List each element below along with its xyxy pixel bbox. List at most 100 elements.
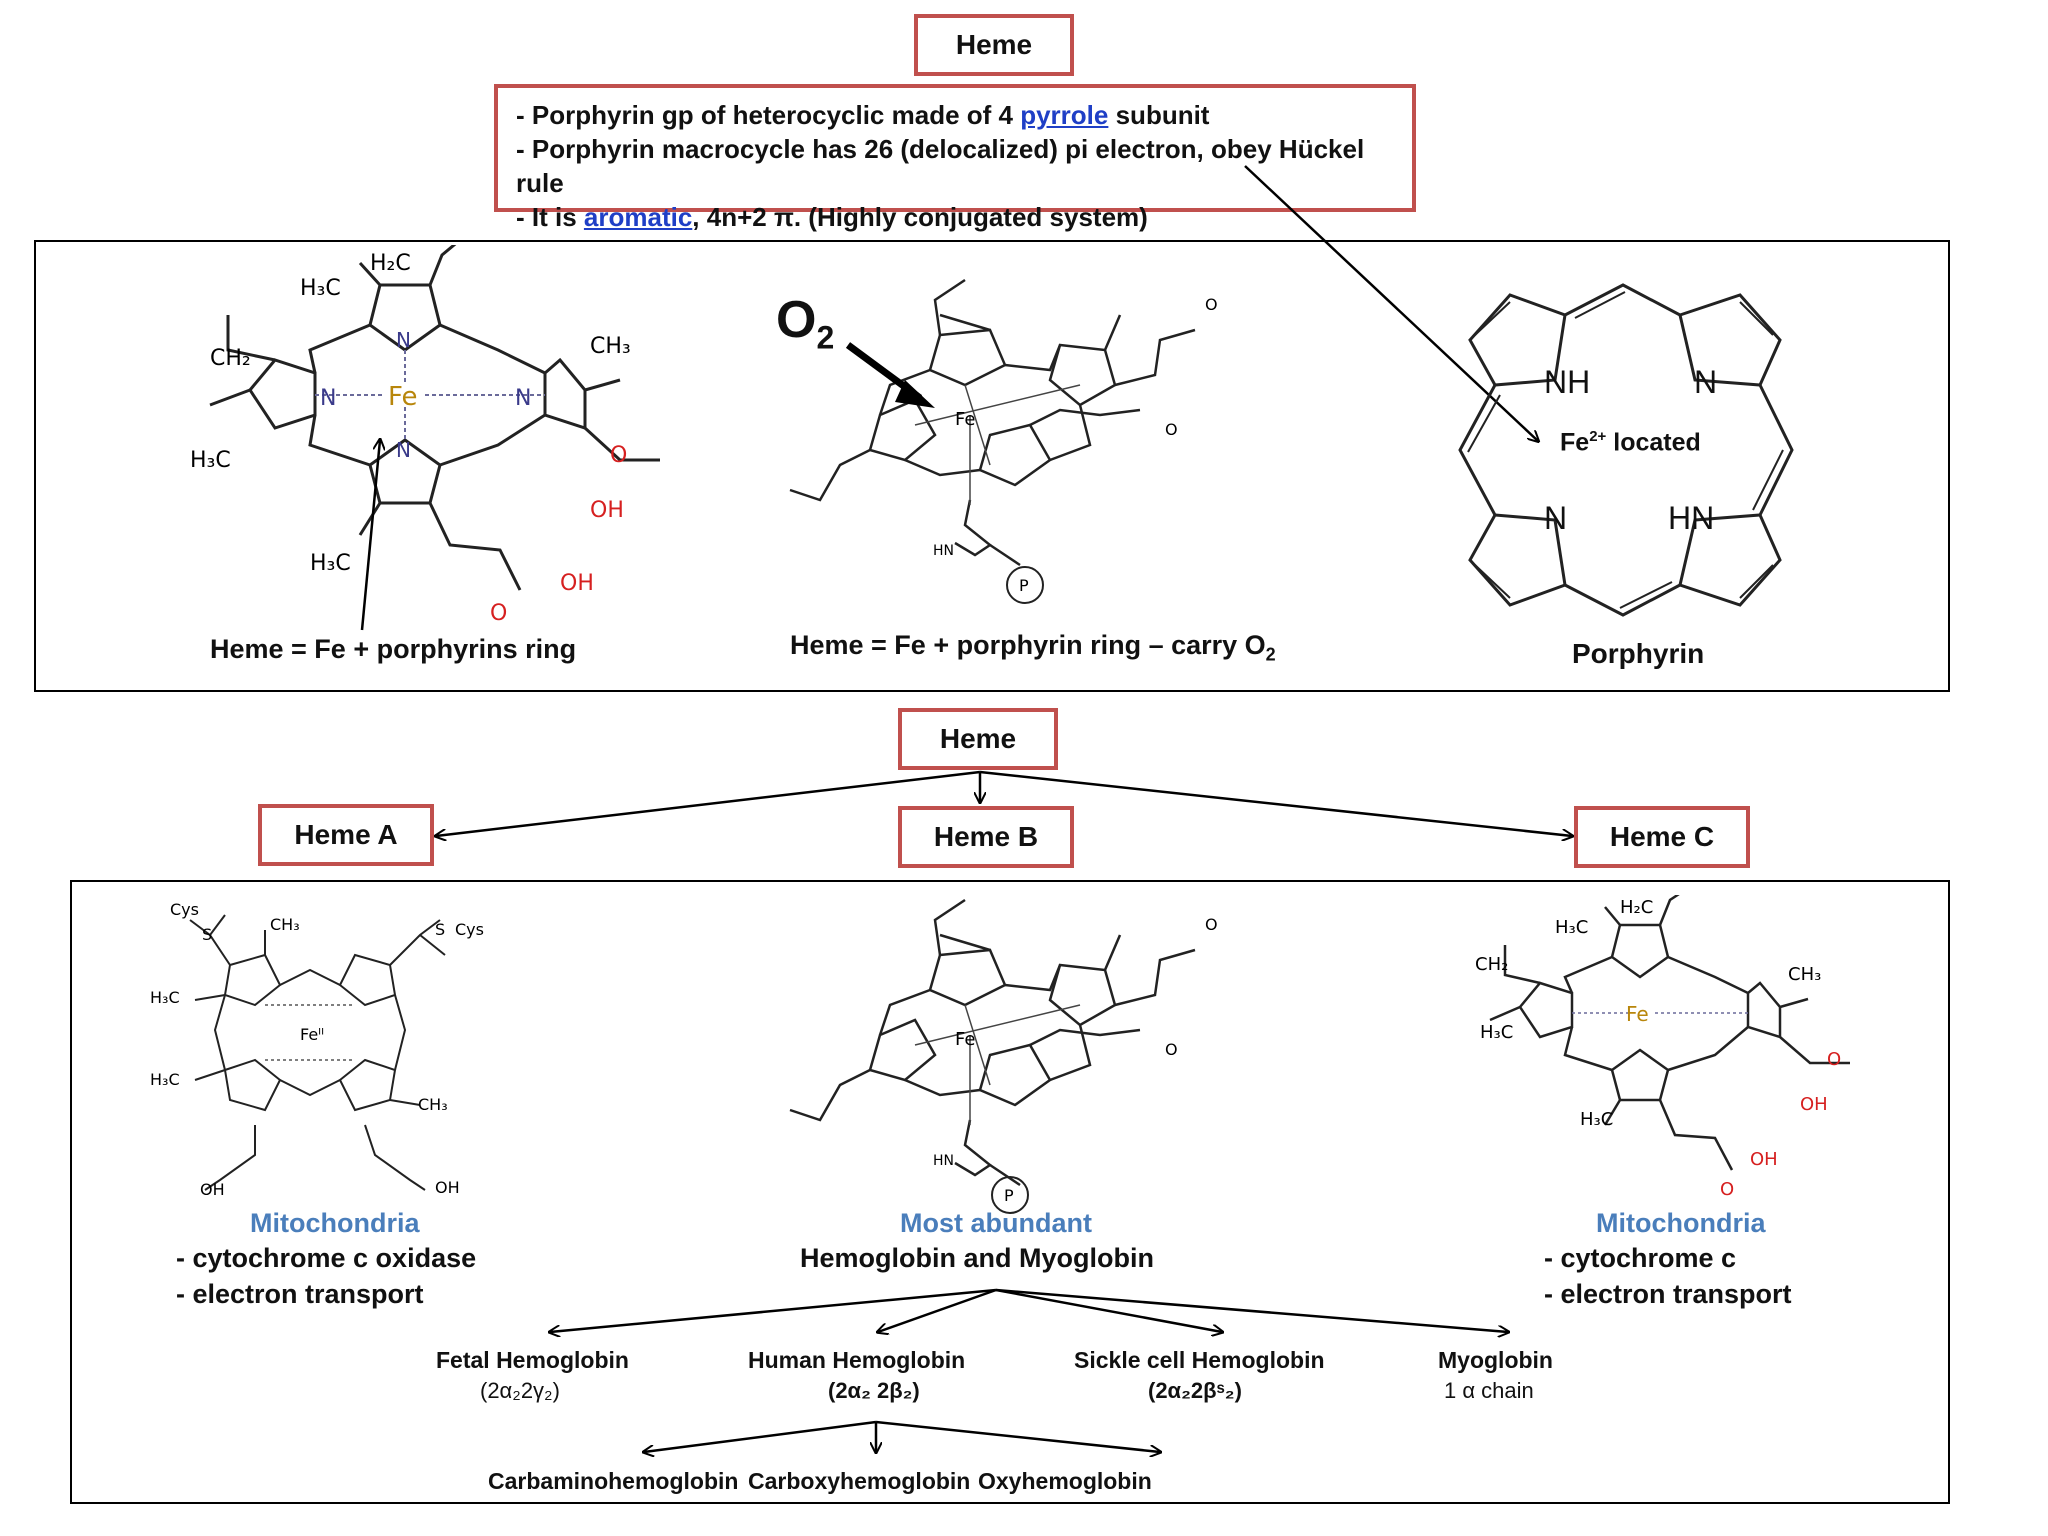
h3c-label-c3: H₃C (1580, 1109, 1613, 1130)
oxyhemoglobin: Oxyhemoglobin (978, 1468, 1152, 1494)
fact-line-3-post: , 4n+2 π. (Highly conjugated system) (692, 202, 1148, 232)
s-label-1: S (202, 925, 212, 944)
fact-line-1-text: - Porphyrin gp of heterocyclic made of 4 (516, 100, 1021, 130)
ch3-label-c: CH₃ (1788, 964, 1821, 985)
heme-b-box: Heme B (898, 806, 1074, 868)
oh-label-c2: OH (1750, 1149, 1778, 1170)
fetal-hemoglobin-formula: (2α₂2γ₂) (480, 1378, 560, 1403)
heme2-caption: Heme = Fe + porphyrin ring – carry O2 (790, 630, 1276, 665)
fe-atom-a: Feᴵᴵ (300, 1025, 324, 1044)
carboxyhemoglobin: Carboxyhemoglobin (748, 1468, 971, 1494)
ch2-label-c: CH₂ (1475, 954, 1508, 975)
porphyrin-n-top: N (1694, 364, 1718, 400)
o-label-1: O (610, 443, 627, 468)
heme-c-item-1: - cytochrome c (1544, 1243, 1737, 1273)
fe-atom-1: Fe (388, 382, 418, 412)
ch2-label: CH₂ (210, 346, 251, 371)
top-heme-title: Heme (914, 14, 1074, 76)
human-hemoglobin-name: Human Hemoglobin (748, 1347, 966, 1373)
myoglobin-formula: 1 α chain (1444, 1378, 1534, 1403)
heme-a-item-2: - electron transport (176, 1279, 424, 1309)
h3c-label-3: H₃C (310, 551, 351, 576)
fact-line-3: - It is aromatic, 4n+2 π. (Highly conjug… (516, 200, 1394, 234)
o2-label: O2 (776, 290, 834, 356)
h3c-label-1: H₃C (300, 276, 341, 301)
s-label-2: S (435, 920, 445, 939)
heme-c-item-2: - electron transport (1544, 1279, 1792, 1309)
fe-located-post: located (1606, 428, 1701, 457)
heme-a-box: Heme A (258, 804, 434, 866)
oh-label-a2: OH (435, 1178, 460, 1197)
o-label-c1: O (1827, 1049, 1841, 1070)
cys-label-1: Cys (170, 900, 199, 919)
carbaminohemoglobin: Carbaminohemoglobin (488, 1468, 739, 1494)
sickle-hemoglobin-name: Sickle cell Hemoglobin (1074, 1347, 1325, 1373)
fact-line-3-text: - It is (516, 202, 584, 232)
heme-a-location: Mitochondria (250, 1208, 420, 1238)
h3c-label-c1: H₃C (1555, 917, 1588, 938)
oh-label-2: OH (560, 571, 594, 596)
n-atom-top: N (396, 328, 411, 352)
o-label-4: O (1165, 420, 1178, 439)
fetal-hemoglobin-name: Fetal Hemoglobin (436, 1347, 629, 1373)
heme-c-text: Heme C (1609, 821, 1715, 852)
o2-sub: 2 (816, 319, 835, 356)
h3c-label-a2: H₃C (150, 1070, 180, 1089)
h2c-label: H₂C (370, 251, 411, 276)
root-heme-text: Heme (939, 723, 1017, 754)
human-hemoglobin-formula: (2α₂ 2β₂) (828, 1378, 920, 1403)
fact-line-1: - Porphyrin gp of heterocyclic made of 4… (516, 98, 1394, 132)
fe-located-sup: 2+ (1589, 428, 1607, 445)
n-atom-right: N (515, 386, 531, 411)
ch3-label-a1: CH₃ (418, 1095, 448, 1114)
ch3-label: CH₃ (590, 334, 631, 359)
fe-atom-b: Fe (955, 1029, 975, 1050)
hn-label-1: HN (933, 543, 954, 559)
cys-label-2: Cys (455, 920, 484, 939)
p-label-1: P (1019, 576, 1029, 595)
fact-line-1-post: subunit (1108, 100, 1210, 130)
heme2-caption-sub: 2 (1265, 644, 1276, 665)
heme-a-item-1: - cytochrome c oxidase (176, 1243, 477, 1273)
fe-located-text: Fe (1560, 428, 1590, 457)
heme-types-panel (70, 880, 1950, 1504)
oh-label-a1: OH (200, 1180, 225, 1199)
oh-label-c1: OH (1800, 1094, 1828, 1115)
ch3-label-a2: CH₃ (270, 915, 300, 934)
aromatic-link[interactable]: aromatic (583, 202, 693, 232)
sickle-hemoglobin-formula: (2α₂2βˢ₂) (1148, 1378, 1242, 1403)
n-atom-bottom: N (396, 438, 411, 462)
fe-located-label: Fe2+ located (1560, 428, 1701, 457)
root-heme-box: Heme (898, 708, 1058, 770)
h3c-label-a1: H₃C (150, 988, 180, 1007)
n-atom-left: N (320, 386, 336, 411)
porphyrin-caption: Porphyrin (1572, 638, 1705, 669)
fe-atom-c: Fe (1626, 1002, 1649, 1026)
heme1-caption: Heme = Fe + porphyrins ring (210, 634, 577, 664)
heme-structure-1: Fe N N N N H₂C H₃C CH₂ CH₃ H₃C H₃C OH O … (190, 245, 660, 626)
heme-a-text: Heme A (294, 819, 398, 850)
heme-c-box: Heme C (1574, 806, 1750, 868)
o-label-3: O (1205, 295, 1218, 314)
facts-box: - Porphyrin gp of heterocyclic made of 4… (494, 84, 1416, 232)
h3c-label-c2: H₃C (1480, 1022, 1513, 1043)
o-label-5: O (1205, 915, 1218, 934)
heme-b-structure: P Fe HN O O (789, 898, 1218, 1214)
porphyrin-structure (1458, 283, 1794, 617)
porphyrin-n-bottom: N (1544, 500, 1568, 536)
hn-label-2: HN (933, 1153, 954, 1169)
heme-a-structure: Cys S Cys S Feᴵᴵ H₃C H₃C CH₃ CH₃ OH OH (150, 900, 484, 1199)
fact-line-2: - Porphyrin macrocycle has 26 (delocaliz… (516, 134, 1365, 198)
porphyrin-hn: HN (1668, 500, 1715, 536)
heme-b-subtitle: Hemoglobin and Myoglobin (800, 1243, 1154, 1273)
o2-text: O (776, 291, 817, 349)
top-heme-title-text: Heme (955, 29, 1033, 60)
structures-panel (34, 240, 1950, 692)
fe-atom-2: Fe (955, 409, 975, 430)
o-label-6: O (1165, 1040, 1178, 1059)
pyrrole-link[interactable]: pyrrole (1020, 100, 1109, 130)
heme-b-location: Most abundant (900, 1208, 1092, 1238)
